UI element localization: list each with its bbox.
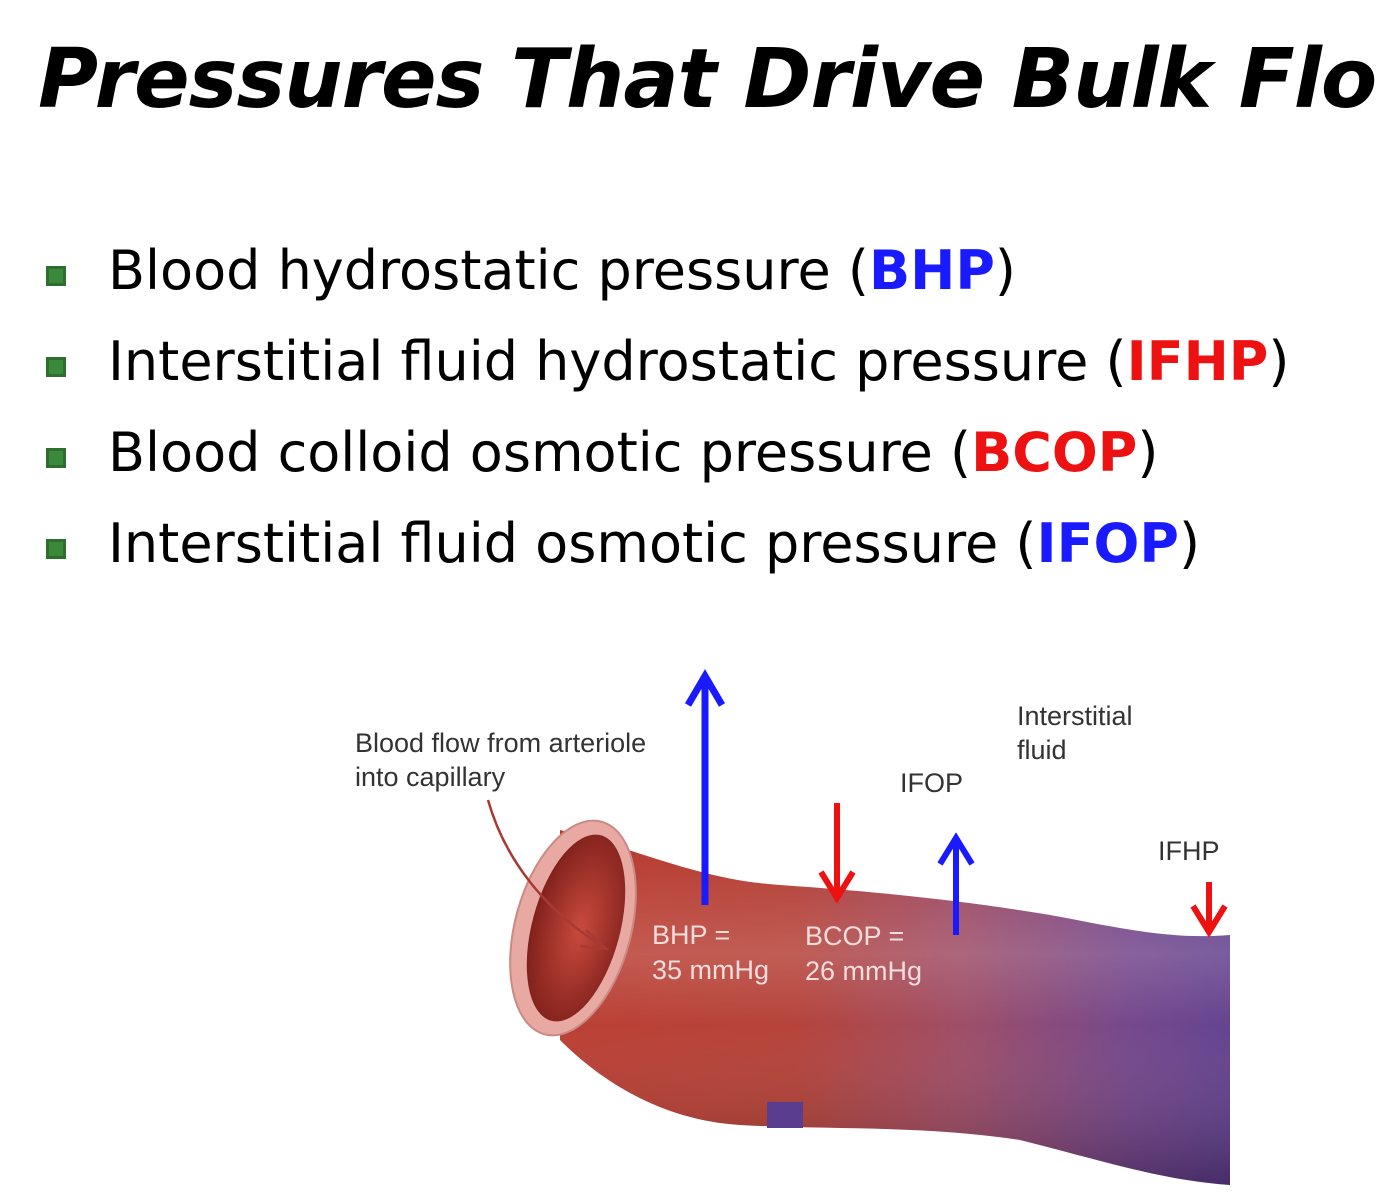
bullet-ifop: Interstitial fluid osmotic pressure (IFO… [46,503,1289,594]
bullet-abbreviation: IFHP [1126,330,1269,393]
interstitial-fluid-label: Interstitial [1017,701,1133,731]
bullet-close-paren: ) [1268,330,1290,393]
bcop-arrowhead-icon [818,870,856,904]
bhp-arrowhead-icon [684,669,726,707]
blood-flow-label-line2: into capillary [355,762,506,792]
bullet-abbreviation: BHP [868,239,995,302]
bullet-close-paren: ) [994,239,1016,302]
interstitial-fluid-label-line2: fluid [1017,735,1067,765]
bullet-ifhp: Interstitial fluid hydrostatic pressure … [46,321,1289,412]
slide-title: Pressures That Drive Bulk Flow [38,32,1382,127]
bullet-text: Interstitial fluid hydrostatic pressure … [108,330,1127,393]
green-square-bullet-icon [46,357,66,377]
green-square-bullet-icon [46,539,66,559]
green-square-bullet-icon [46,266,66,286]
bullet-text: Blood hydrostatic pressure ( [108,239,869,302]
bullet-close-paren: ) [1178,512,1201,575]
pressure-list: Blood hydrostatic pressure (BHP) Interst… [46,230,1289,594]
bullet-abbreviation: BCOP [971,421,1138,484]
bullet-close-paren: ) [1137,421,1159,484]
bullet-text: Blood colloid osmotic pressure ( [108,421,972,484]
blood-flow-pointer-arrowhead [579,929,610,951]
green-square-bullet-icon [46,448,66,468]
bhp-value-label: BHP = [652,920,730,950]
ifop-label: IFOP [900,768,963,798]
blood-flow-pointer-arrow [486,799,603,948]
bullet-bcop: Blood colloid osmotic pressure (BCOP) [46,412,1289,503]
bullet-bhp: Blood hydrostatic pressure (BHP) [46,230,1289,321]
ifhp-arrowhead-icon [1190,904,1228,938]
ifhp-label: IFHP [1158,836,1220,866]
ifop-arrowhead-icon [937,832,975,866]
capillary-vessel-shading [560,830,1230,1185]
bullet-abbreviation: IFOP [1036,512,1179,575]
vessel-marker-square [767,1102,803,1128]
bullet-text: Interstitial fluid osmotic pressure ( [108,512,1037,575]
bhp-value-label-line2: 35 mmHg [652,955,769,985]
blood-flow-label: Blood flow from arteriole [355,728,646,758]
bcop-value-label: BCOP = [805,921,904,951]
bcop-value-label-line2: 26 mmHg [805,956,922,986]
